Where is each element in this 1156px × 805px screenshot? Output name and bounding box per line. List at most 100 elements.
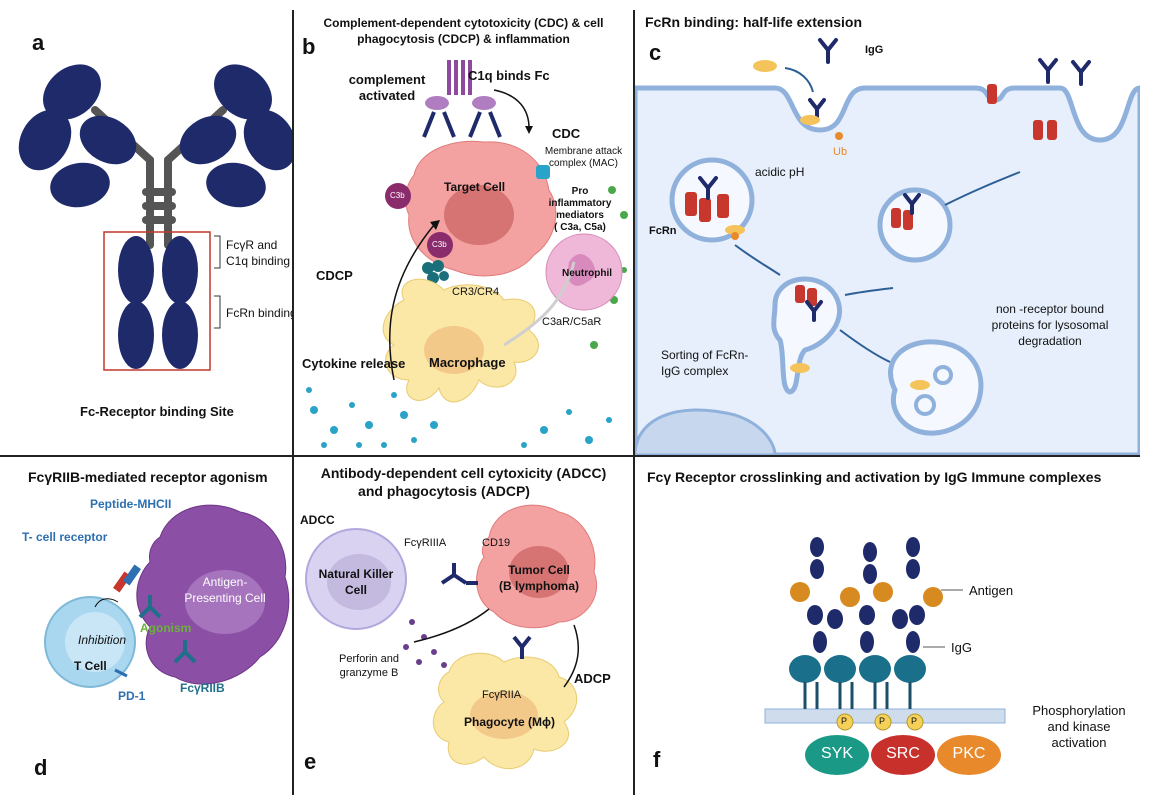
label-t-cell: T Cell (74, 659, 107, 673)
adcc-illustration (305, 504, 598, 770)
label-cd19: CD19 (482, 537, 511, 549)
panel-e-title-2: and phagocytosis (ADCP) (358, 483, 530, 499)
label-tumor-1: Tumor Cell (508, 563, 570, 577)
arrow-adcc (413, 608, 490, 643)
kinase-pkc (937, 735, 1001, 775)
panel-d-title: FcγRIIB-mediated receptor agonism (28, 469, 268, 485)
macrophage-nucleus (424, 326, 484, 374)
arrow-c1q-cdc (493, 89, 530, 129)
label-agonism: Agonism (140, 621, 192, 635)
tcr-mhc (112, 564, 142, 593)
label-activated: activated (358, 88, 416, 103)
trafficking-arrows (734, 67, 1021, 363)
panel-letter-a: a (32, 30, 45, 55)
fc-binding-box (103, 231, 211, 371)
c1q-complex (425, 60, 496, 110)
igg-chains (807, 537, 925, 653)
label-complement: complement (348, 72, 426, 87)
panel-e: Antibody-dependent cell cytoxicity (ADCC… (294, 457, 633, 805)
label-target-cell: Target Cell (444, 180, 506, 194)
label-apc-2: Presenting Cell (184, 591, 266, 605)
label-fcrn-binding: FcRn binding (226, 306, 292, 320)
arrow-cdcp (388, 224, 435, 381)
label-cr3-cr4: CR3/CR4 (452, 286, 500, 298)
cell-membrane (635, 85, 1140, 455)
label-phagocyte: Phagocyte (Mϕ) (464, 715, 556, 729)
igg-molecules (698, 38, 1091, 322)
label-mac-1: Membrane attack (544, 146, 623, 157)
mac-pore (536, 165, 550, 179)
sorting-endosome (771, 276, 843, 395)
label-c1q-binds-fc: C1q binds Fc (468, 68, 550, 83)
label-nonreceptor-1: non -receptor bound (995, 302, 1105, 316)
label-phos-1: Phosphorylation (1032, 703, 1126, 718)
label-src: SRC (886, 745, 920, 762)
antibody-bridges (440, 563, 532, 659)
label-syk: SYK (820, 745, 853, 762)
label-cdcp: CDCP (316, 268, 353, 283)
label-fcgr2b: FcγRIIB (180, 681, 225, 695)
cr3-cr4-receptor (422, 260, 449, 284)
kinase-src (871, 735, 935, 775)
label-adcc: ADCC (300, 513, 335, 527)
label-igg: IgG (951, 640, 972, 655)
perforin-dots (403, 619, 447, 668)
arrow-adcp (563, 624, 580, 688)
fcgr2b-antibodies (138, 595, 197, 664)
label-p-3: P (911, 716, 918, 726)
panel-letter-d: d (34, 755, 48, 780)
panel-c-title: FcRn binding: half-life extension (645, 14, 862, 30)
label-c3b-left: C3b (390, 191, 405, 200)
ubiquitin (835, 132, 843, 140)
panel-b-title-1: Complement-dependent cytotoxicity (CDC) … (323, 16, 604, 30)
label-fcgr2a: FcγRIIA (482, 689, 522, 701)
panel-letter-c: c (649, 40, 662, 65)
label-mac-2: complex (MAC) (549, 158, 618, 169)
panel-b: b Complement-dependent cytotoxicity (CDC… (294, 0, 633, 455)
fcrn-illustration (635, 38, 1140, 455)
label-pro-1: Pro (571, 186, 589, 197)
label-pro-2: inflammatory (548, 198, 612, 209)
label-nk-1: Natural Killer (318, 567, 394, 581)
label-fcrn: FcRn (649, 225, 677, 237)
endosome-acidic (669, 157, 755, 243)
label-ub: Ub (833, 146, 848, 158)
fc-receptors (789, 655, 926, 683)
label-pro-3: mediators (556, 210, 604, 221)
cdc-illustration (306, 60, 628, 448)
label-phos-3: activation (1051, 735, 1107, 750)
label-pkc: PKC (952, 745, 986, 762)
label-sorting-1: Sorting of FcRn- (661, 348, 749, 362)
panel-f-title: Fcγ Receptor crosslinking and activation… (647, 469, 1102, 485)
label-cytokine-release: Cytokine release (302, 356, 406, 371)
label-peptide-mhcii: Peptide-MHCII (90, 497, 172, 511)
panel-letter-b: b (302, 34, 316, 59)
panel-letter-f: f (653, 747, 661, 772)
antibody-illustration (18, 64, 292, 371)
label-adcp: ADCP (574, 671, 611, 686)
divider-vertical-left (292, 10, 294, 795)
divider-horizontal (0, 455, 1140, 457)
label-perforin-1: Perforin and (339, 653, 399, 665)
bound-antibodies (422, 111, 502, 138)
label-nonreceptor-2: proteins for lysosomal (991, 318, 1109, 332)
antibody-fab-right (179, 64, 292, 208)
label-pro-4: ( C3a, C5a) (554, 222, 606, 233)
agonism-illustration (44, 504, 290, 688)
panel-f: Fcγ Receptor crosslinking and activation… (635, 457, 1140, 805)
arrow-inflammation (503, 261, 576, 347)
label-sorting-2: IgG complex (661, 364, 729, 378)
albumin (725, 60, 930, 390)
antibody-fc (118, 236, 198, 369)
panel-c: c FcRn binding: half-life extension (635, 0, 1140, 455)
label-igg: IgG (865, 44, 884, 56)
label-c3b-bottom: C3b (432, 240, 447, 249)
label-macrophage: Macrophage (429, 355, 506, 370)
nucleus-corner (635, 408, 777, 455)
label-nonreceptor-3: degradation (1018, 334, 1082, 348)
panel-e-title-1: Antibody-dependent cell cytoxicity (ADCC… (320, 465, 607, 481)
lysosome (888, 339, 984, 436)
label-antigen: Antigen (969, 583, 1014, 598)
label-nk-2: Cell (344, 583, 367, 597)
label-apc-1: Antigen- (202, 575, 248, 589)
